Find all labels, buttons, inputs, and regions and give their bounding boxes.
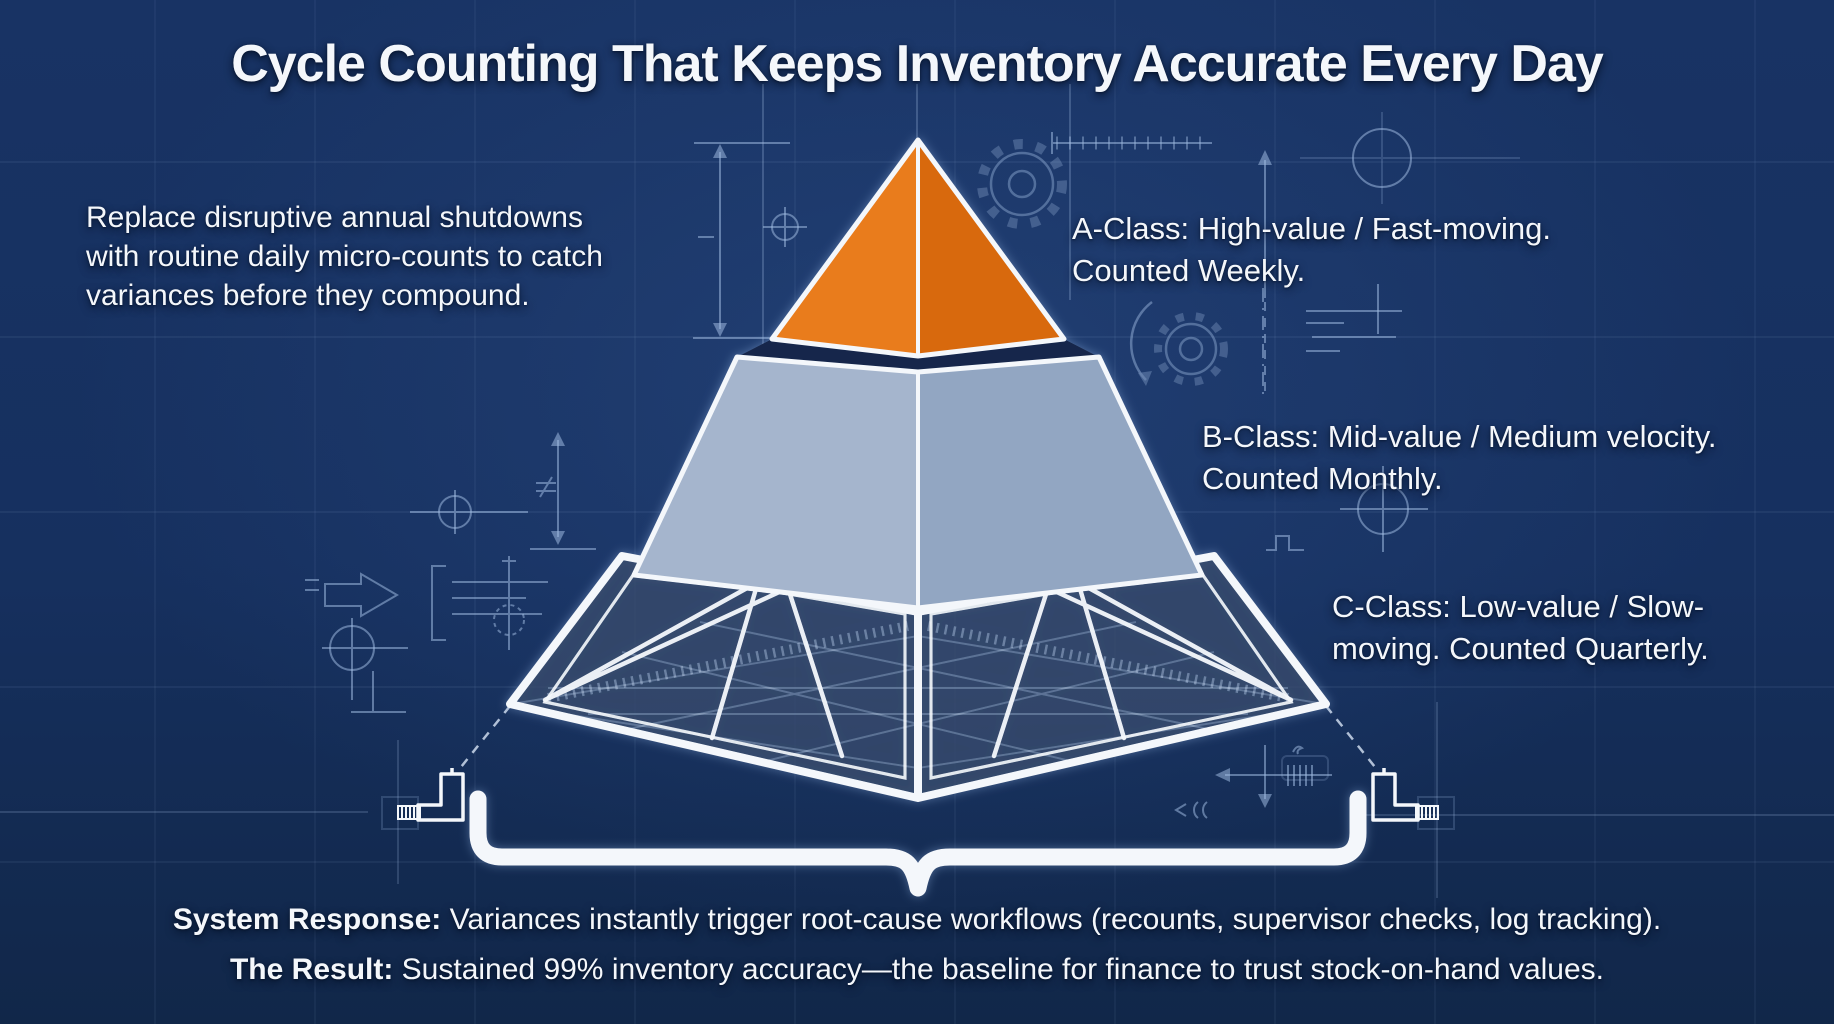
note-lines-icon [1262, 284, 1402, 396]
dimension-line-icon [693, 142, 790, 339]
clamp-fitting-icon [1371, 768, 1455, 830]
corner-mark-icon [351, 671, 406, 713]
system-response-text: Variances instantly trigger root-cause w… [449, 903, 1662, 936]
gear-rotate-icon [1129, 300, 1228, 386]
tier-b-class [631, 354, 1205, 611]
system-response-line: System Response: Variances instantly tri… [0, 903, 1834, 937]
spec-list-icon [431, 556, 548, 650]
system-response-label: System Response: [172, 903, 450, 936]
pyramid-diagram [506, 137, 1330, 802]
waveform-icon [1266, 535, 1304, 551]
tier-b-label: B-Class: Mid-value / Medium velocity. Co… [1202, 419, 1717, 496]
tier-a-class [769, 137, 1067, 359]
clamp-fitting-icon [381, 768, 465, 830]
crosshair-icon [1340, 466, 1428, 552]
tier-c-class [506, 552, 1330, 802]
dashed-connectors [456, 705, 1380, 773]
circle-marker-icon [1300, 112, 1520, 204]
blueprint-doodles [305, 112, 1520, 819]
crosshair-icon [322, 618, 408, 700]
block-arrow-icon [305, 572, 399, 618]
result-text: Sustained 99% inventory accuracy—the bas… [401, 953, 1605, 986]
page-title: Cycle Counting That Keeps Inventory Accu… [231, 35, 1604, 93]
ruler-icon [1051, 132, 1212, 154]
brace [469, 790, 1367, 897]
arrow-up-line-icon [1258, 150, 1272, 398]
crosshair-icon [763, 207, 807, 247]
tier-a-label: A-Class: High-value / Fast-moving. Count… [1072, 211, 1551, 288]
dimension-arrow-icon [530, 432, 596, 550]
flow-arrows-icon [1174, 745, 1332, 819]
result-label: The Result: [229, 953, 402, 986]
tier-c-label: C-Class: Low-value / Slow- moving. Count… [1332, 589, 1709, 666]
crosshair-icon [410, 490, 528, 534]
intro-text: Replace disruptive annual shutdowns with… [86, 201, 603, 312]
result-line: The Result: Sustained 99% inventory accu… [0, 953, 1834, 987]
gear-icon [977, 139, 1067, 229]
